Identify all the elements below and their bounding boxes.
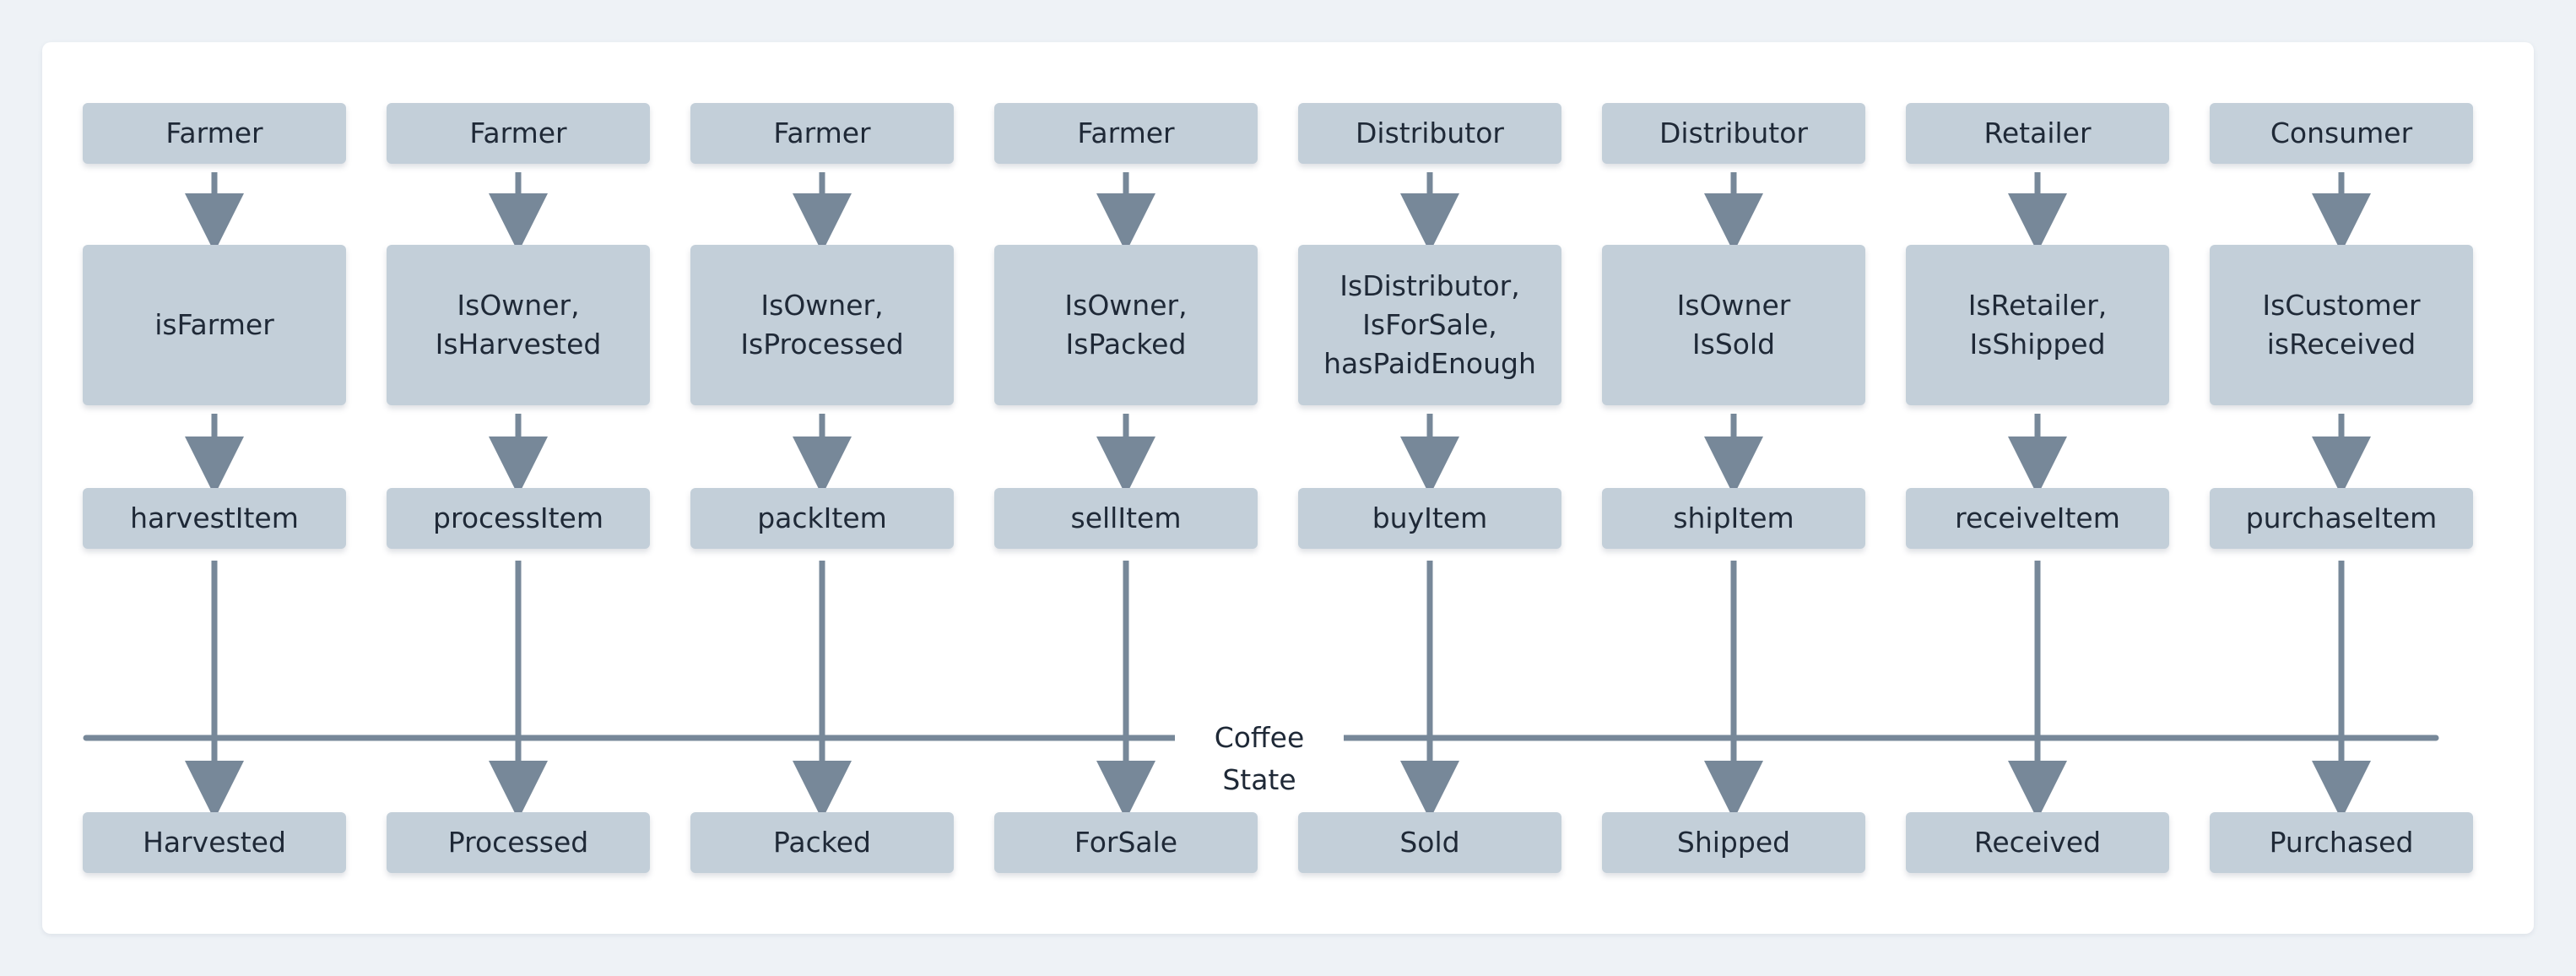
- state-node: Purchased: [2210, 812, 2473, 873]
- function-node: buyItem: [1298, 488, 1561, 549]
- modifier-node: IsOwner, IsProcessed: [690, 245, 954, 405]
- actor-node: Farmer: [83, 103, 346, 164]
- function-node: shipItem: [1602, 488, 1865, 549]
- state-node: ForSale: [994, 812, 1258, 873]
- actor-node: Retailer: [1906, 103, 2169, 164]
- state-node: Shipped: [1602, 812, 1865, 873]
- state-node: Received: [1906, 812, 2169, 873]
- modifier-node: IsOwner IsSold: [1602, 245, 1865, 405]
- state-node: Sold: [1298, 812, 1561, 873]
- modifier-node: IsRetailer, IsShipped: [1906, 245, 2169, 405]
- state-node: Processed: [387, 812, 650, 873]
- function-node: purchaseItem: [2210, 488, 2473, 549]
- function-node: receiveItem: [1906, 488, 2169, 549]
- modifier-node: IsDistributor, IsForSale, hasPaidEnough: [1298, 245, 1561, 405]
- coffee-state-label: Coffee State: [1175, 717, 1344, 796]
- function-node: processItem: [387, 488, 650, 549]
- modifier-node: isFarmer: [83, 245, 346, 405]
- modifier-node: IsOwner, IsPacked: [994, 245, 1258, 405]
- actor-node: Consumer: [2210, 103, 2473, 164]
- function-node: sellItem: [994, 488, 1258, 549]
- modifier-node: IsCustomer isReceived: [2210, 245, 2473, 405]
- state-node: Harvested: [83, 812, 346, 873]
- modifier-node: IsOwner, IsHarvested: [387, 245, 650, 405]
- actor-node: Farmer: [387, 103, 650, 164]
- function-node: packItem: [690, 488, 954, 549]
- state-node: Packed: [690, 812, 954, 873]
- function-node: harvestItem: [83, 488, 346, 549]
- actor-node: Farmer: [690, 103, 954, 164]
- actor-node: Distributor: [1298, 103, 1561, 164]
- actor-node: Farmer: [994, 103, 1258, 164]
- actor-node: Distributor: [1602, 103, 1865, 164]
